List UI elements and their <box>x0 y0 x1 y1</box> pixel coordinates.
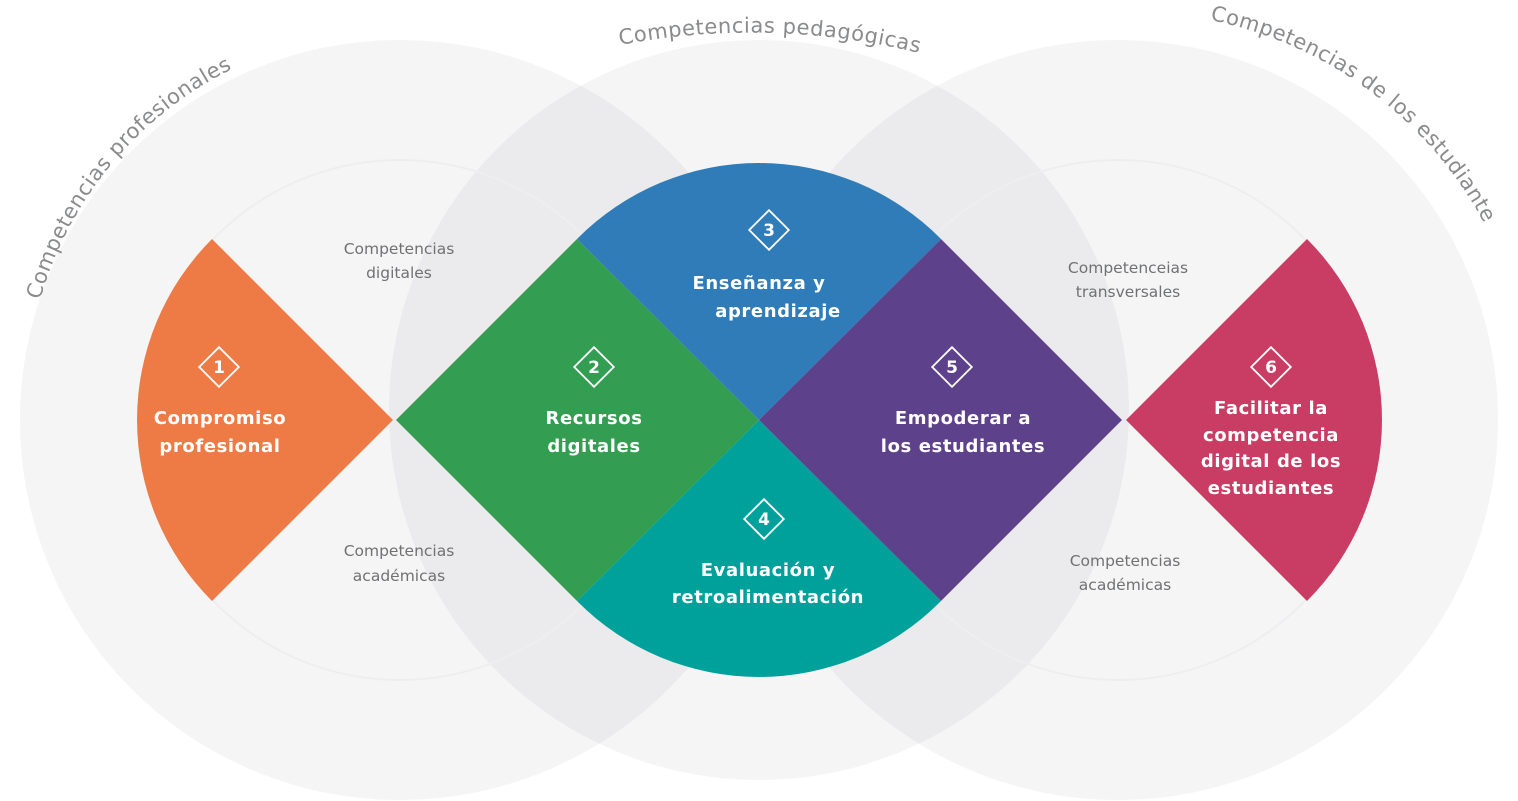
area-number: 3 <box>763 221 775 241</box>
area-title-line: Empoderar a <box>895 408 1031 429</box>
area-title-line: competencia <box>1203 425 1339 446</box>
area-number: 2 <box>588 358 600 378</box>
area-1-professional-engagement[interactable]: 1 Compromiso profesional <box>137 239 393 601</box>
number-diamond <box>1249 345 1293 389</box>
area-number: 4 <box>758 510 770 530</box>
area-3-teaching-learning[interactable]: 3 Enseñanza y aprendizaje <box>577 163 941 421</box>
svg-text:académicas: académicas <box>353 567 445 585</box>
area-5-empowering-learners[interactable]: 5 Empoderar a los estudiantes <box>759 239 1122 601</box>
segment-shape <box>577 420 941 677</box>
svg-text:digitales: digitales <box>366 264 432 282</box>
svg-text:Competencias: Competencias <box>344 240 455 258</box>
number-diamond <box>747 208 791 252</box>
area-title-line: Recursos <box>545 408 642 429</box>
svg-text:académicas: académicas <box>1079 576 1171 594</box>
segment-shape <box>137 239 393 601</box>
svg-text:Competencias: Competencias <box>344 542 455 560</box>
area-title-line: los estudiantes <box>881 436 1045 457</box>
svg-text:transversales: transversales <box>1076 283 1180 301</box>
area-title-line: profesional <box>159 436 280 457</box>
area-2-digital-resources[interactable]: 2 Recursos digitales <box>396 239 759 601</box>
side-label-digital: Competencias digitales <box>344 240 455 282</box>
area-number: 5 <box>946 358 958 378</box>
area-title-line: retroalimentación <box>672 587 864 608</box>
segment-shape <box>577 163 941 421</box>
area-title-line: Compromiso <box>154 408 286 429</box>
side-label-transversal: Competenceias transversales <box>1068 259 1188 301</box>
area-number: 6 <box>1265 358 1277 378</box>
segment-shape <box>759 239 1122 601</box>
number-diamond <box>572 345 616 389</box>
area-title-line: digitales <box>547 436 640 457</box>
number-diamond <box>742 497 786 541</box>
number-diamond <box>197 345 241 389</box>
area-title-line: Evaluación y <box>701 560 836 581</box>
area-number: 1 <box>213 358 225 378</box>
svg-text:Competencias: Competencias <box>1070 552 1181 570</box>
segment-shape <box>396 239 759 601</box>
area-4-assessment-feedback[interactable]: 4 Evaluación y retroalimentación <box>577 420 941 677</box>
area-title-line: Enseñanza y <box>692 273 825 294</box>
side-label-academic-left: Competencias académicas <box>344 542 455 585</box>
svg-text:Competenceias: Competenceias <box>1068 259 1188 277</box>
side-label-academic-right: Competencias académicas <box>1070 552 1181 594</box>
area-title-line: digital de los <box>1201 451 1341 472</box>
number-diamond <box>930 345 974 389</box>
area-title-line: Facilitar la <box>1214 398 1328 419</box>
area-6-facilitating-learner-competence[interactable]: 6 Facilitar la competencia digital de lo… <box>1126 239 1382 601</box>
segment-shape <box>1126 239 1382 601</box>
area-title-line: aprendizaje <box>715 301 841 322</box>
area-title-line: estudiantes <box>1208 478 1334 499</box>
